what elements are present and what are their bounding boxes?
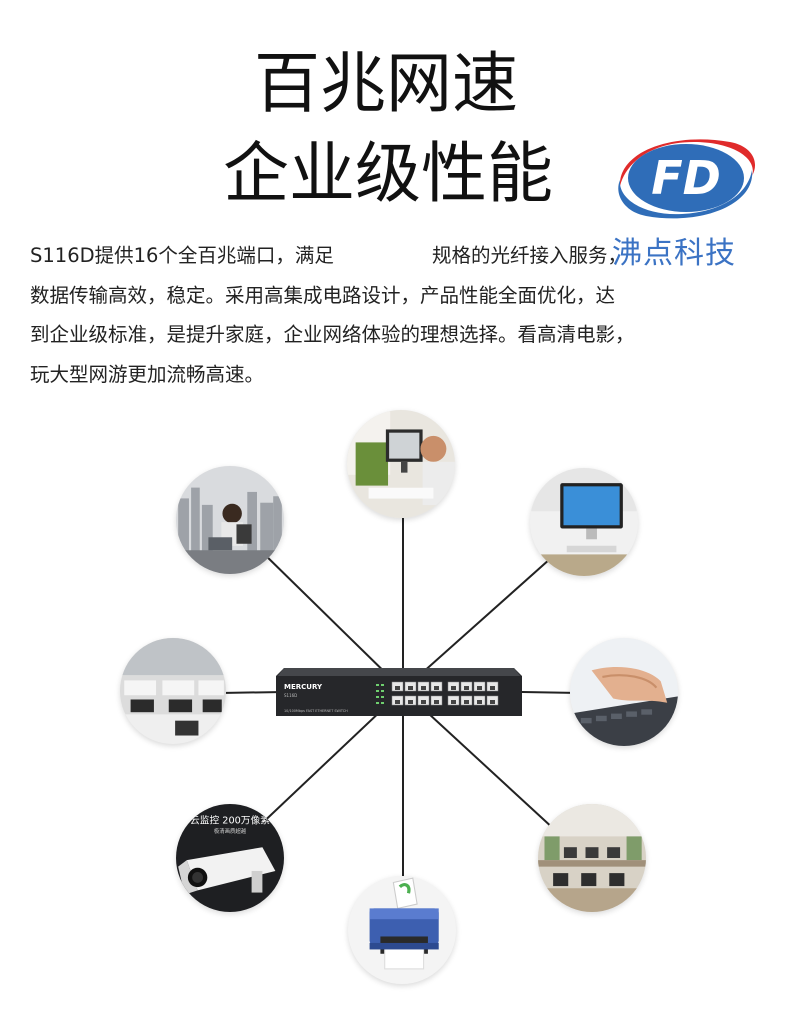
- switch-model: S116D: [284, 693, 297, 698]
- description: S116D提供16个全百兆端口，满足 规格的光纤接入服务， 数据传输高效，稳定。采…: [30, 236, 778, 394]
- headline-line-1: 百兆网速: [254, 45, 518, 122]
- description-line-1a: S116D提供16个全百兆端口，满足: [30, 244, 334, 267]
- computer-lab-scene: [538, 804, 646, 912]
- keyboard-icon: [570, 638, 678, 746]
- switch-caption: 10/100Mbps FAST ETHERNET SWITCH: [284, 709, 348, 713]
- description-line-3: 到企业级标准，是提升家庭，企业网络体验的理想选择。看高清电影，: [30, 323, 635, 346]
- student-laptop-city-scene: [176, 466, 284, 574]
- keyboard-typing-scene: [570, 638, 678, 746]
- office-monitor-scene: [347, 410, 455, 518]
- headline-line-2: 企业级性能: [223, 135, 553, 212]
- camera-sub: 极清画质超越: [214, 827, 247, 835]
- printer-scene: [348, 876, 456, 984]
- fd-logo: FD: [616, 134, 756, 222]
- computer-lab-icon: [538, 804, 646, 912]
- office-icon: [120, 638, 226, 744]
- switch-ports: [391, 681, 499, 706]
- logo-text: FD: [651, 151, 721, 205]
- watermark-text: 沸点科技: [612, 236, 736, 271]
- desktop-computer-scene: [530, 468, 638, 576]
- camera-banner: 云监控 200万像素: [190, 813, 270, 826]
- network-diagram: 云监控 200万像素 极清画质超越: [0, 400, 792, 1017]
- switch-brand: MERCURY: [284, 683, 323, 691]
- printer-icon: [348, 876, 456, 984]
- description-line-4: 玩大型网游更加流畅高速。: [30, 362, 265, 386]
- monitor-icon: [347, 410, 455, 518]
- surveillance-camera-scene: 云监控 200万像素 极清画质超越: [176, 804, 284, 912]
- description-line-1b: 规格的光纤接入服务，: [431, 244, 627, 267]
- desktop-icon: [530, 468, 638, 576]
- laptop-icon: [176, 466, 284, 574]
- network-switch-icon: MERCURY S116D 10/100Mbps FAST ETHERNET S…: [276, 668, 522, 716]
- open-office-scene: [120, 638, 226, 744]
- description-line-2: 数据传输高效，稳定。采用高集成电路设计，产品性能全面优化，达: [30, 283, 616, 307]
- camera-icon: 云监控 200万像素 极清画质超越: [176, 804, 284, 912]
